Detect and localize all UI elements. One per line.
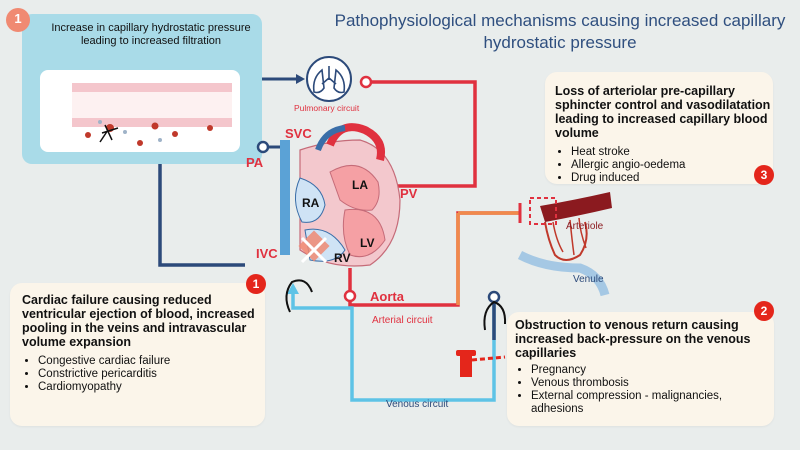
arteriole-label: Arteriole [566,221,604,232]
svc-label: SVC [285,126,312,141]
ivc-label: IVC [256,246,278,261]
card3-list: Heat stroke Allergic angio-oedema Drug i… [555,146,773,185]
card-venous-obstruction: Obstruction to venous return causing inc… [507,312,774,426]
venule-label: Venule [573,274,604,285]
venous-return-line [158,164,245,267]
la-label: LA [352,178,368,192]
capillary-illustration [72,83,232,146]
card1-badge: 1 [246,274,266,294]
card2-badge: 2 [754,301,774,321]
list-item: Venous thrombosis [531,377,774,390]
card3-badge: 3 [754,165,774,185]
arterial-circuit-label: Arterial circuit [372,315,433,326]
card2-list: Pregnancy Venous thrombosis External com… [515,364,774,416]
card-arteriolar: Loss of arteriolar pre-capillary sphinct… [545,72,773,184]
list-item: Pregnancy [531,364,774,377]
card2-heading: Obstruction to venous return causing inc… [515,318,751,360]
panel1-badge-circle [6,8,30,32]
list-item: Heat stroke [571,146,773,159]
list-item: Cardiomyopathy [38,381,265,394]
card1-list: Congestive cardiac failure Constrictive … [22,355,265,394]
list-item: External compression - malignancies, adh… [531,390,774,416]
lv-label: LV [360,236,375,250]
list-item: Congestive cardiac failure [38,355,265,368]
ra-label: RA [302,196,320,210]
card-cardiac-failure: Cardiac failure causing reduced ventricu… [10,283,265,426]
page-title: Pathophysiological mechanisms causing in… [334,11,786,52]
list-item: Drug induced [571,172,773,185]
pa-label: PA [246,155,264,170]
list-item: Constrictive pericarditis [38,368,265,381]
aorta-label: Aorta [370,289,404,304]
panel1-badge: 1 [14,11,22,26]
pv-line [365,80,477,188]
pulmonary-circuit-label: Pulmonary circuit [294,103,360,113]
card1-heading: Cardiac failure causing reduced ventricu… [22,293,255,349]
list-item: Allergic angio-oedema [571,159,773,172]
venous-circuit-line [291,290,496,402]
venous-circuit-label: Venous circuit [386,399,449,410]
obstruction-icon [456,350,506,377]
card3-heading: Loss of arteriolar pre-capillary sphinct… [555,84,771,140]
rv-label: RV [334,251,351,265]
panel1-text: Increase in capillary hydrostatic pressu… [51,22,251,47]
capillary-bed-illustration [517,192,612,297]
heart-illustration [280,123,401,267]
pv-label: PV [400,186,418,201]
